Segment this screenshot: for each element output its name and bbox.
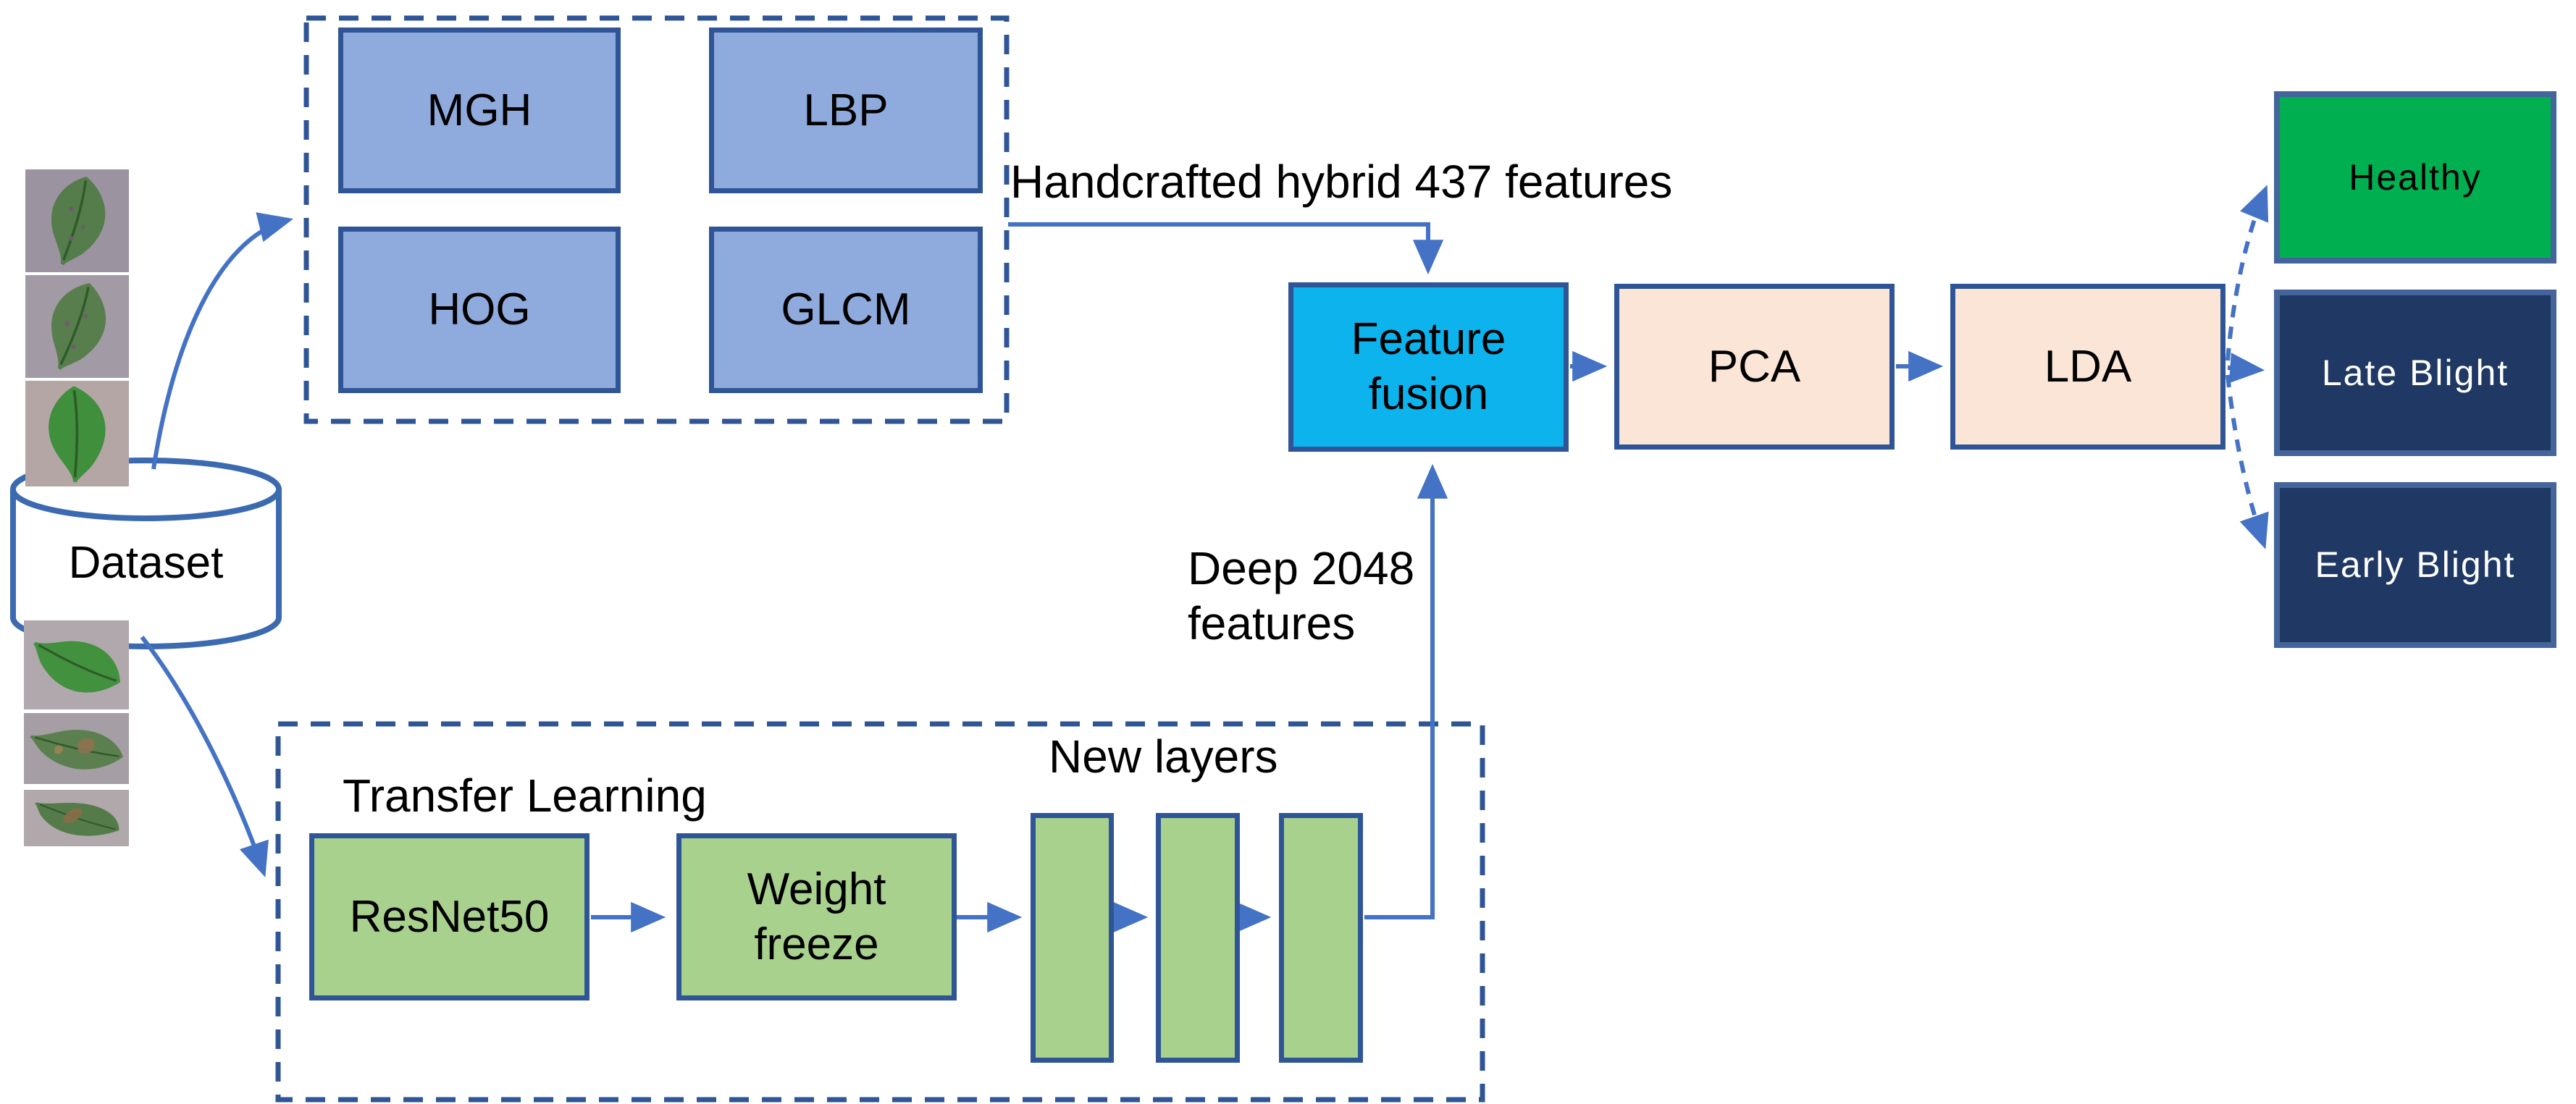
arrow-lda-to-healthy xyxy=(2225,185,2269,361)
mgh-box: MGH xyxy=(338,28,621,193)
lda-label: LDA xyxy=(2044,341,2132,392)
arrow-dataset-to-transfer xyxy=(140,636,269,877)
new-layer-2 xyxy=(1156,813,1240,1063)
new-layer-3 xyxy=(1279,813,1363,1063)
late-blight-box: Late Blight xyxy=(2274,290,2556,456)
resnet50-box: ResNet50 xyxy=(309,833,590,1000)
feature-fusion-box: Feature fusion xyxy=(1288,282,1569,452)
arrow-lda-to-early-blight xyxy=(2225,374,2269,549)
new-layer-1 xyxy=(1031,813,1114,1063)
pca-label: PCA xyxy=(1708,341,1801,392)
leaf-image xyxy=(24,790,129,846)
hog-box: HOG xyxy=(338,227,621,393)
lbp-label: LBP xyxy=(803,85,889,135)
transfer-learning-group-border xyxy=(275,721,1485,1103)
transfer-learning-label: Transfer Learning xyxy=(343,770,707,822)
leaf-image xyxy=(24,713,129,784)
weight-freeze-box: Weight freeze xyxy=(676,833,957,1000)
hog-label: HOG xyxy=(428,285,531,335)
arrow-layers-to-fusion xyxy=(1364,463,1448,919)
early-blight-label: Early Blight xyxy=(2315,544,2516,585)
arrow-dataset-to-handcrafted xyxy=(151,212,293,470)
new-layers-label: New layers xyxy=(1049,730,1278,783)
deep-features-label: Deep 2048 features xyxy=(1188,542,1414,651)
leaf-image xyxy=(25,275,129,378)
leaf-image xyxy=(25,169,129,272)
dataset-label: Dataset xyxy=(68,538,224,588)
handcrafted-features-label: Handcrafted hybrid 437 features xyxy=(1010,156,1673,208)
lbp-box: LBP xyxy=(709,28,983,193)
arrow-handcrafted-to-fusion xyxy=(1008,222,1444,275)
weight-freeze-label: Weight freeze xyxy=(747,864,886,969)
glcm-box: GLCM xyxy=(709,227,983,393)
pca-box: PCA xyxy=(1614,284,1895,450)
healthy-box: Healthy xyxy=(2274,91,2556,264)
arrow-lda-to-late-blight xyxy=(2227,353,2265,384)
lda-box: LDA xyxy=(1950,284,2225,450)
deep-features-line2: features xyxy=(1188,597,1356,649)
resnet50-label: ResNet50 xyxy=(349,891,550,942)
glcm-label: GLCM xyxy=(781,285,911,335)
feature-fusion-label: Feature fusion xyxy=(1351,314,1506,419)
early-blight-box: Early Blight xyxy=(2274,482,2556,648)
late-blight-label: Late Blight xyxy=(2321,352,2509,393)
healthy-label: Healthy xyxy=(2349,156,2482,198)
deep-features-line1: Deep 2048 xyxy=(1188,542,1415,594)
leaf-image xyxy=(25,381,129,486)
mgh-label: MGH xyxy=(427,85,532,135)
handcrafted-group-border xyxy=(303,15,1010,424)
leaf-image xyxy=(24,620,129,709)
